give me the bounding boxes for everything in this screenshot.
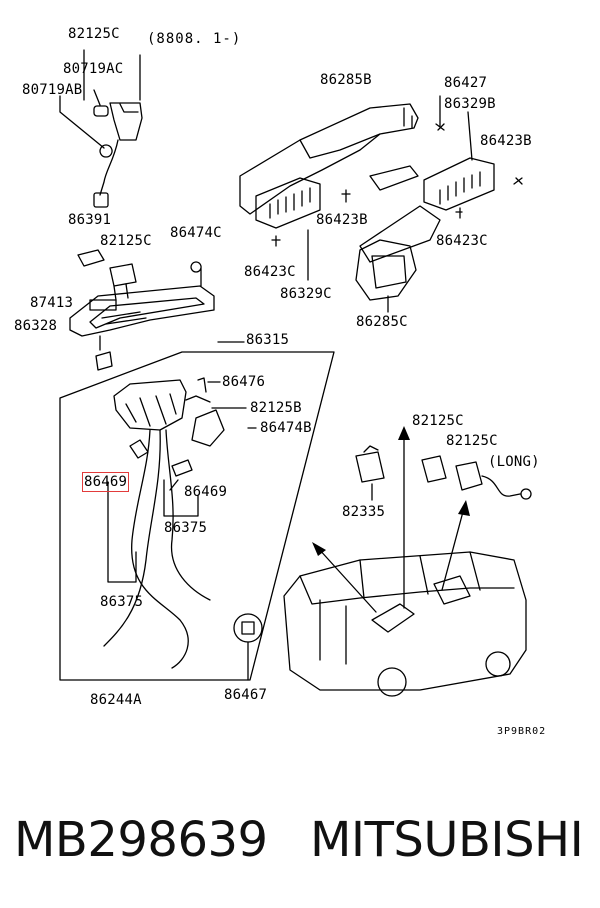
label-82335: 82335 xyxy=(342,504,386,520)
button-86467-shape xyxy=(233,613,263,643)
vent-86329B xyxy=(423,157,495,211)
label-86375-b: 86375 xyxy=(100,594,144,610)
parts-diagram: (8808. 1-) 3P9BR02 82125C 80719AC 80719A… xyxy=(14,26,547,737)
label-82125c-mid: 82125C xyxy=(100,233,152,249)
date-note: (8808. 1-) xyxy=(147,31,242,47)
label-86285c: 86285C xyxy=(356,314,408,330)
label-87413: 87413 xyxy=(30,295,74,311)
label-82125c-right-b: 82125C xyxy=(446,433,498,449)
label-86328: 86328 xyxy=(14,318,58,334)
duct-86285C xyxy=(355,239,417,301)
label-86469-highlighted: 86469 xyxy=(81,472,130,492)
diagram-drawing xyxy=(59,49,532,697)
label-86469: 86469 xyxy=(184,484,228,500)
duct-86285B xyxy=(239,103,419,215)
label-86375-a: 86375 xyxy=(164,520,208,536)
label-86244a: 86244A xyxy=(90,692,142,708)
label-86391: 86391 xyxy=(68,212,112,228)
label-82125b: 82125B xyxy=(250,400,302,416)
drawing-code: 3P9BR02 xyxy=(497,726,547,737)
label-86427: 86427 xyxy=(444,75,488,91)
label-86423b-right: 86423B xyxy=(480,133,532,149)
label-86423c-right: 86423C xyxy=(436,233,488,249)
van-outline xyxy=(283,551,527,697)
label-86467: 86467 xyxy=(224,687,268,703)
part-number: MB298639 xyxy=(14,812,268,868)
assembly-frame xyxy=(59,351,335,681)
switch-assembly-top xyxy=(59,49,143,208)
vent-86329C xyxy=(255,177,321,229)
footer: MB298639 MITSUBISHI xyxy=(0,800,600,880)
brand-name: MITSUBISHI xyxy=(310,812,584,868)
label-80719ab: 80719AB xyxy=(22,82,83,98)
lever-housing xyxy=(113,379,187,431)
console-panel-shape xyxy=(69,285,215,337)
label-86476: 86476 xyxy=(222,374,266,390)
label-86423b-mid: 86423B xyxy=(316,212,368,228)
label-86285b: 86285B xyxy=(320,72,372,88)
arrow-3 xyxy=(441,507,465,591)
label-86315: 86315 xyxy=(246,332,290,348)
label-80719ac: 80719AC xyxy=(63,61,124,77)
part-86391-shape xyxy=(77,249,105,267)
label-86474c: 86474C xyxy=(170,225,222,241)
label-82125c-top: 82125C xyxy=(68,26,120,42)
label-86329c: 86329C xyxy=(280,286,332,302)
label-86423c-left: 86423C xyxy=(244,264,296,280)
label-82125c-right-a: 82125C xyxy=(412,413,464,429)
cable-86375 xyxy=(131,429,189,669)
label-long: (LONG) xyxy=(488,454,540,470)
arrow-1 xyxy=(317,547,377,613)
label-86329b: 86329B xyxy=(444,96,496,112)
switch-82335-shape xyxy=(355,451,385,483)
label-86474b: 86474B xyxy=(260,420,312,436)
